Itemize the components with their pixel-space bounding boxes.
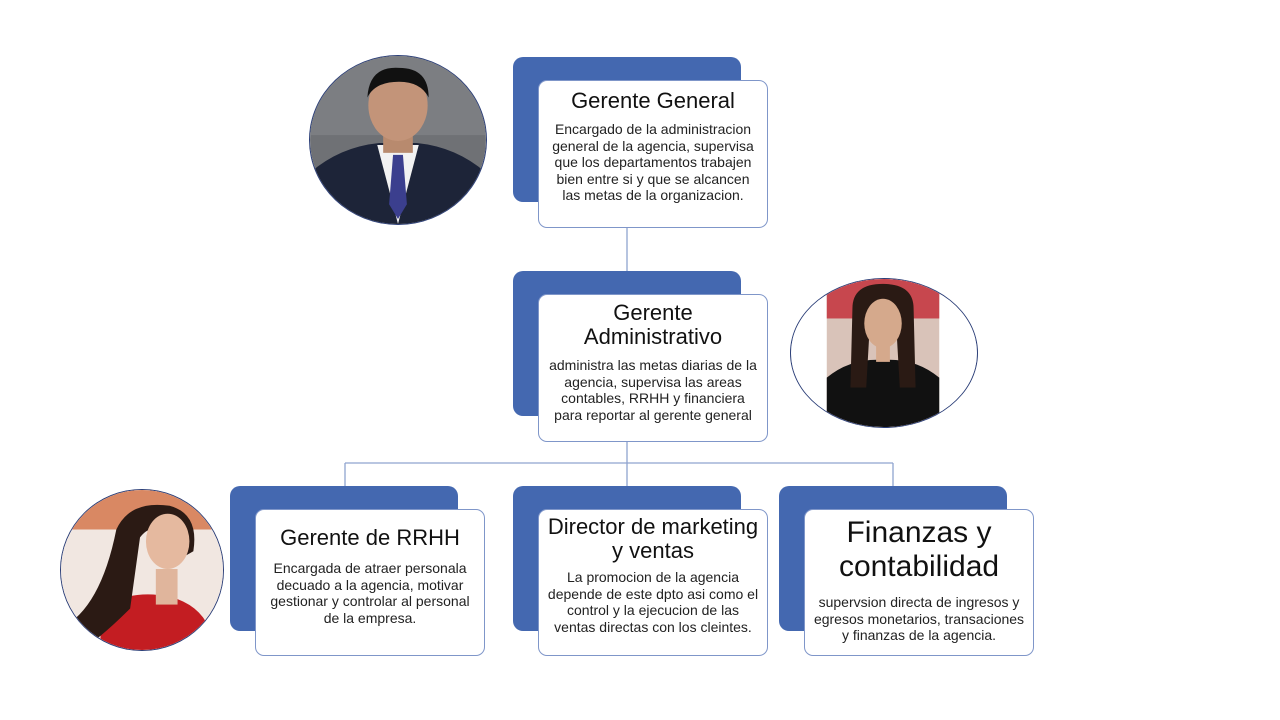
man-portrait-graphic	[310, 56, 486, 224]
gerente-general-description: Encargado de la administracion general d…	[552, 121, 754, 203]
gerente-administrativo-node: Gerente Administrativo administra las me…	[538, 294, 768, 442]
director-marketing-description: La promocion de la agencia depende de es…	[547, 569, 759, 635]
gerente-general-node: Gerente General Encargado de la administ…	[538, 80, 768, 228]
gerente-rrhh-description: Encargada de atraer personala decuado a …	[270, 560, 470, 626]
woman-black-jacket-portrait	[790, 278, 978, 428]
gerente-general-title: Gerente General	[571, 88, 735, 113]
gerente-administrativo-description: administra las metas diarias de la agenc…	[549, 357, 757, 423]
woman-red-top-portrait	[60, 489, 224, 651]
gerente-rrhh-title: Gerente de RRHH	[280, 525, 460, 550]
finanzas-node: Finanzas y contabilidad supervsion direc…	[804, 509, 1034, 656]
woman-jacket-portrait-graphic	[791, 279, 977, 427]
director-marketing-node: Director de marketing y ventas La promoc…	[538, 509, 768, 656]
finanzas-description: supervsion directa de ingresos y egresos…	[813, 594, 1025, 643]
woman-red-portrait-graphic	[61, 490, 223, 650]
gerente-administrativo-title: Gerente Administrativo	[583, 300, 723, 349]
director-marketing-title: Director de marketing y ventas	[547, 514, 759, 563]
finanzas-title: Finanzas y contabilidad	[838, 516, 1000, 583]
gerente-rrhh-node: Gerente de RRHH Encargada de atraer pers…	[255, 509, 485, 656]
man-suit-portrait	[309, 55, 487, 225]
